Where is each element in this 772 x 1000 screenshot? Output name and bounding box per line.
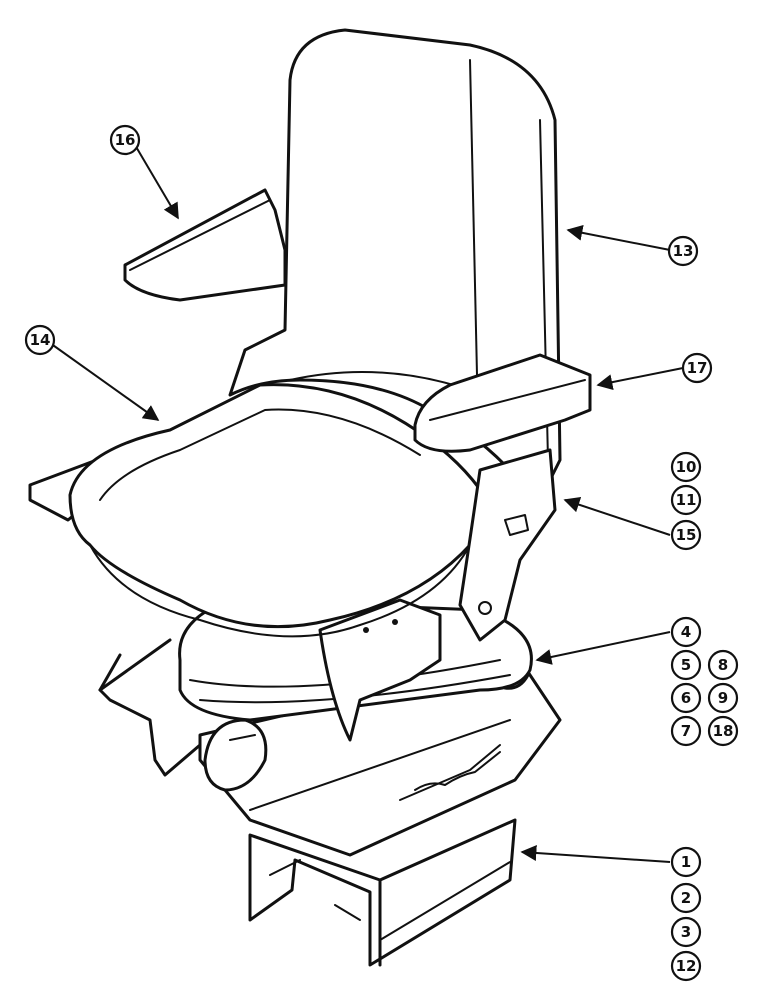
callout-8-label: 8: [718, 656, 728, 674]
callout-5: 5: [670, 649, 702, 681]
callout-11-label: 11: [676, 491, 697, 509]
callout-13: 13: [667, 235, 699, 267]
callout-4-label: 4: [681, 623, 691, 641]
callout-3: 3: [670, 916, 702, 948]
left-armrest: [123, 188, 287, 302]
callout-3-label: 3: [681, 923, 691, 941]
callout-14-label: 14: [30, 331, 51, 349]
callout-11: 11: [670, 484, 702, 516]
callout-12-label: 12: [676, 957, 697, 975]
callout-10-label: 10: [676, 458, 697, 476]
callout-17-label: 17: [687, 359, 708, 377]
callout-2-label: 2: [681, 889, 691, 907]
callout-1: 1: [670, 846, 702, 878]
callout-14: 14: [24, 324, 56, 356]
handle-bar: [98, 638, 202, 777]
callout-15-label: 15: [676, 526, 697, 544]
right-armrest: [413, 353, 592, 453]
callout-9: 9: [707, 682, 739, 714]
callout-17: 17: [681, 352, 713, 384]
callout-18: 18: [707, 715, 739, 747]
callout-5-label: 5: [681, 656, 691, 674]
callout-6-label: 6: [681, 689, 691, 707]
base-pedestal: [248, 818, 517, 967]
callout-2: 2: [670, 882, 702, 914]
right-frame: [458, 448, 557, 642]
callout-8: 8: [707, 649, 739, 681]
callout-10: 10: [670, 451, 702, 483]
callout-13-label: 13: [673, 242, 694, 260]
adjust-knob-front: [203, 718, 268, 792]
callout-7-label: 7: [681, 722, 691, 740]
callout-4: 4: [670, 616, 702, 648]
callout-1-label: 1: [681, 853, 691, 871]
callout-7: 7: [670, 715, 702, 747]
callout-6: 6: [670, 682, 702, 714]
callout-9-label: 9: [718, 689, 728, 707]
callout-18-label: 18: [713, 722, 734, 740]
callout-16-label: 16: [115, 131, 136, 149]
callout-15: 15: [670, 519, 702, 551]
callout-12: 12: [670, 950, 702, 982]
callout-16: 16: [109, 124, 141, 156]
leader-lines: [49, 144, 684, 863]
